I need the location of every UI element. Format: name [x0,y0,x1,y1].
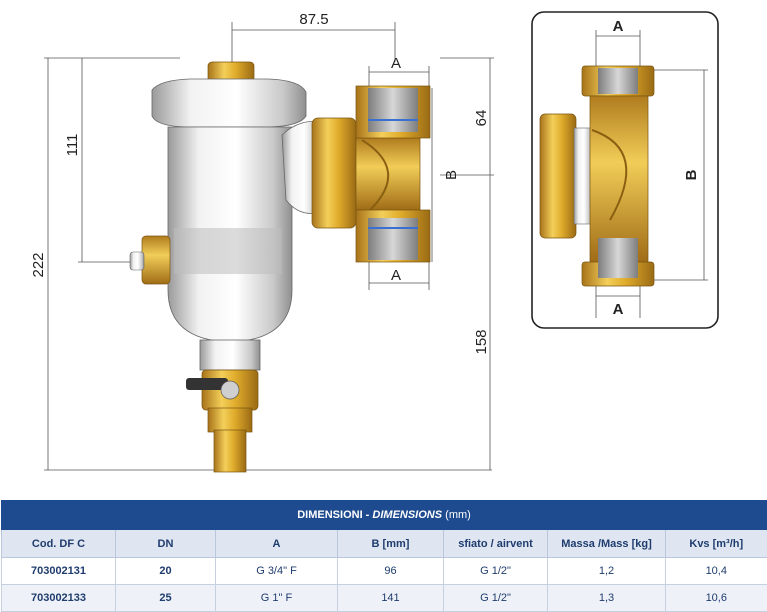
inset-dim-a-top: A [613,18,624,35]
dim-158: 158 [473,329,490,354]
cell-a: G 1" F [215,584,338,612]
product-dimension-drawing: 87.5 222 111 64 158 A A B [30,11,719,473]
table-row: 703002131 20 G 3/4" F 96 G 1/2" 1,2 10,4 [1,557,767,585]
cell-mass: 1,2 [547,557,666,585]
dim-a-top: A [391,55,401,72]
col-header-b: B [mm] [337,529,444,558]
dim-a-bottom: A [391,267,401,284]
dirt-separator-illustration [129,61,431,473]
inset-dim-b: B [683,169,700,180]
cell-mass: 1,3 [547,584,666,612]
col-header-dn: DN [115,529,216,558]
table-title: DIMENSIONI - DIMENSIONS (mm) [0,500,767,530]
cell-b: 96 [337,557,444,585]
dim-87-5: 87.5 [299,11,328,28]
dim-64: 64 [473,110,490,127]
dim-111: 111 [64,134,81,157]
col-header-a: A [215,529,338,558]
cell-code: 703002131 [1,557,116,585]
cell-b: 141 [337,584,444,612]
col-header-kvs: Kvs [m³/h] [664,529,767,558]
inset-side-view: A A B [531,11,719,329]
col-header-airvent: sfiato / airvent [443,529,548,558]
cell-dn: 20 [115,557,216,585]
cell-a: G 3/4" F [215,557,338,585]
cell-airvent: G 1/2" [443,557,548,585]
cell-dn: 25 [115,584,216,612]
cell-kvs: 10,4 [664,557,767,585]
inset-dim-a-bottom: A [613,301,624,318]
dim-b: B [443,170,460,180]
cell-code: 703002133 [1,584,116,612]
cell-kvs: 10,6 [664,584,767,612]
col-header-code: Cod. DF C [1,529,116,558]
table-row: 703002133 25 G 1" F 141 G 1/2" 1,3 10,6 [1,584,767,612]
cell-airvent: G 1/2" [443,584,548,612]
dimensions-table: DIMENSIONI - DIMENSIONS (mm) Cod. DF C D… [0,500,767,612]
col-header-mass: Massa /Mass [kg] [547,529,666,558]
dim-222: 222 [30,252,47,277]
dimension-labels: 87.5 222 111 64 158 A A B [30,11,490,355]
